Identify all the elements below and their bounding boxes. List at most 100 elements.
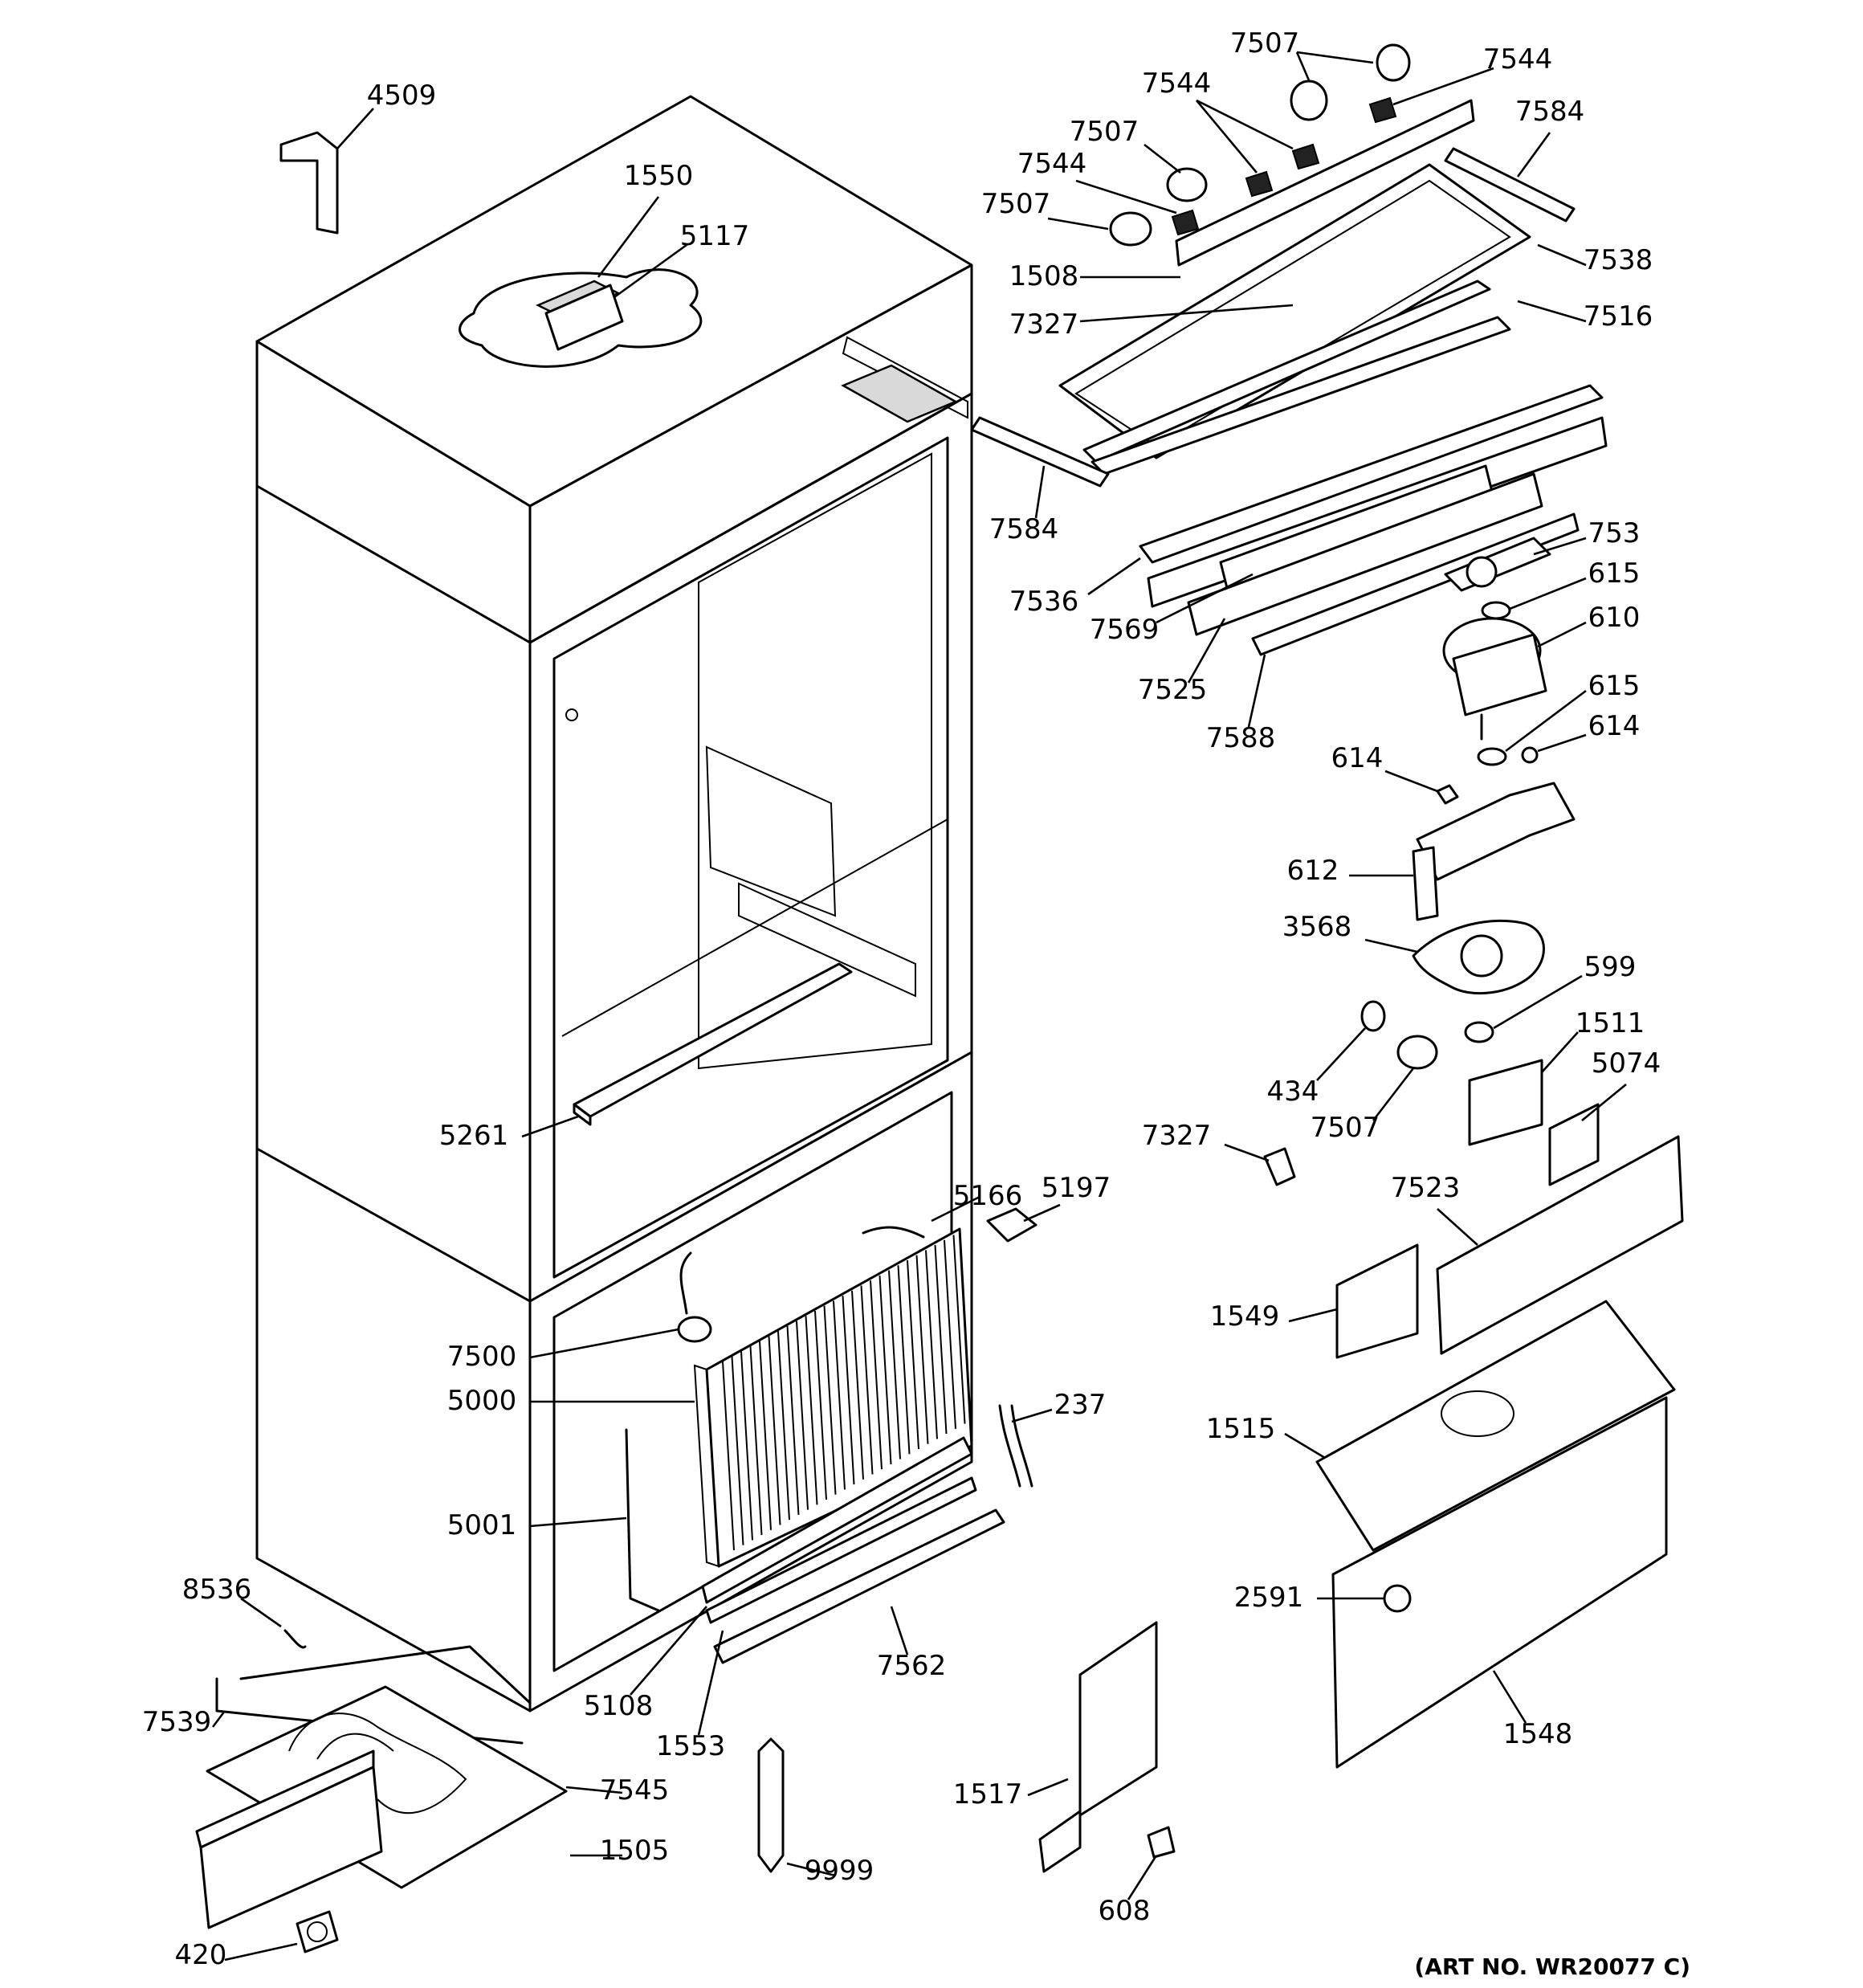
leader-line-615 [1509, 577, 1587, 610]
condenser-fin [888, 1270, 901, 1459]
leader-line-614 [1384, 769, 1438, 793]
leader-line-420 [224, 1942, 298, 1961]
grommet-615 [1477, 601, 1511, 766]
leader-line-610 [1537, 621, 1587, 648]
tube-237 [998, 1404, 1033, 1488]
part-label-1548: 1548 [1503, 1718, 1573, 1750]
part-label-1517: 1517 [953, 1778, 1023, 1810]
part-label-9999: 9999 [805, 1855, 874, 1887]
leader-line-7507 [1143, 143, 1181, 174]
art-number: (ART NO. WR20077 C) [1414, 1953, 1690, 1980]
part-label-615: 615 [1588, 670, 1641, 702]
leader-line-7525 [1187, 618, 1226, 684]
leader-line-5001 [529, 1517, 627, 1528]
condenser-fin [796, 1321, 809, 1510]
bulb-7507-lower [1396, 1035, 1438, 1070]
leader-line-7544 [1392, 67, 1494, 106]
part-label-3568: 3568 [1282, 911, 1352, 943]
part-label-5117: 5117 [680, 220, 750, 252]
part-label-612: 612 [1287, 855, 1339, 887]
part-5197 [986, 1207, 1037, 1243]
fan-blade-3568 [1412, 919, 1545, 995]
bracket-1517 [1038, 1621, 1158, 1873]
leader-line-7536 [1087, 557, 1141, 596]
leader-line-5117 [614, 243, 687, 299]
part-label-1511: 1511 [1576, 1007, 1645, 1039]
part-label-7539: 7539 [142, 1706, 212, 1738]
part-label-5197: 5197 [1042, 1172, 1111, 1204]
part-label-7544: 7544 [1142, 67, 1212, 100]
leader-line-5166 [931, 1195, 980, 1223]
shelf-5261 [573, 962, 853, 1126]
leader-line-4509 [336, 108, 374, 149]
condenser-fin [934, 1245, 948, 1435]
fan-420 [296, 1910, 339, 1953]
rear-panel-1548 [1331, 1396, 1668, 1769]
leader-line-7539 [211, 1710, 226, 1728]
part-label-5074: 5074 [1592, 1047, 1661, 1080]
part-label-7545: 7545 [600, 1774, 670, 1806]
condenser-fin [952, 1235, 966, 1424]
fan-hub-599 [1464, 1021, 1494, 1043]
tube-5001 [625, 1428, 660, 1612]
leader-line-1511 [1541, 1031, 1579, 1073]
condenser-fin [944, 1239, 956, 1429]
leader-line-9999 [786, 1862, 836, 1877]
condenser-fin [786, 1325, 800, 1515]
part-label-7500: 7500 [447, 1341, 517, 1373]
part-label-614: 614 [1588, 710, 1641, 742]
part-label-5166: 5166 [953, 1180, 1023, 1212]
shield-1511 [1468, 1059, 1543, 1146]
condenser-fin [907, 1259, 919, 1450]
leader-line-7545 [565, 1786, 623, 1794]
leader-line-1548 [1492, 1670, 1527, 1724]
top-access-cover [459, 268, 703, 368]
leader-line-3568 [1364, 938, 1418, 953]
part-label-7327: 7327 [1142, 1120, 1212, 1152]
part-label-237: 237 [1054, 1389, 1107, 1421]
cover-1515 [1315, 1300, 1676, 1552]
base-tray-1505 [195, 1749, 383, 1929]
leader-line-7507 [1372, 1067, 1415, 1121]
leader-line-7569 [1156, 573, 1254, 624]
leader-line-7507 [1296, 51, 1374, 64]
part-label-8536: 8536 [182, 1574, 252, 1606]
condenser-fin [860, 1285, 874, 1475]
leader-line-7327 [1224, 1143, 1270, 1162]
part-label-4509: 4509 [367, 80, 437, 112]
leader-line-1517 [1027, 1778, 1069, 1797]
part-label-610: 610 [1588, 602, 1641, 634]
switch-608 [1147, 1826, 1176, 1859]
leader-line-614 [1537, 733, 1587, 753]
condenser-fin [842, 1296, 855, 1485]
part-label-5108: 5108 [584, 1690, 654, 1722]
leader-line-7562 [890, 1606, 909, 1655]
condenser-fin [722, 1361, 735, 1551]
part-label-7544: 7544 [1483, 43, 1553, 76]
leader-line-5261 [521, 1115, 579, 1138]
bracket-753 [1444, 537, 1551, 592]
part-label-608: 608 [1099, 1895, 1151, 1927]
part-label-614: 614 [1331, 742, 1384, 774]
bulbs-7507 [1109, 43, 1411, 247]
leader-line-5108 [630, 1606, 707, 1696]
part-label-7507: 7507 [1311, 1112, 1380, 1144]
part-label-434: 434 [1267, 1076, 1319, 1108]
sockets-7544 [1171, 96, 1397, 236]
condenser-fin [833, 1300, 846, 1490]
leader-line-599 [1493, 974, 1583, 1030]
condenser-fin [851, 1290, 864, 1480]
part-label-7544: 7544 [1017, 148, 1087, 180]
condenser-fin [759, 1341, 772, 1530]
leader-line-7584 [1034, 465, 1046, 519]
leader-line-7523 [1437, 1208, 1478, 1246]
leader-line-608 [1127, 1855, 1158, 1900]
condenser-fin [879, 1275, 892, 1464]
condenser-fin [897, 1265, 911, 1455]
part-label-7538: 7538 [1584, 244, 1653, 276]
part-label-7536: 7536 [1009, 586, 1079, 618]
leader-line-8536 [240, 1597, 282, 1628]
leader-line-7588 [1247, 654, 1266, 728]
